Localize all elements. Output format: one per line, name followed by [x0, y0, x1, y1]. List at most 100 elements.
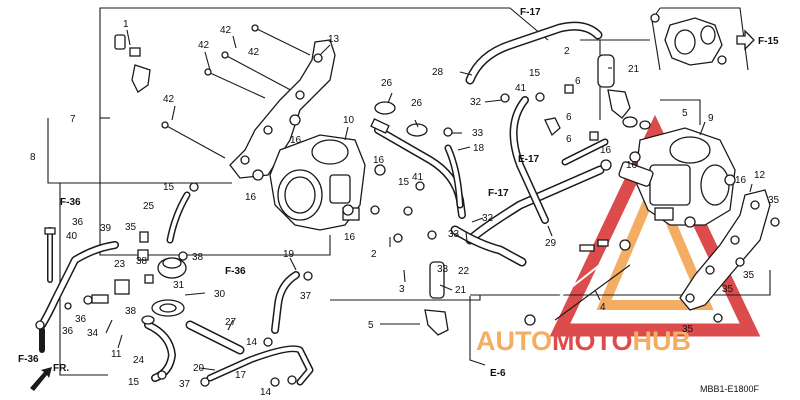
part-label-35: 35: [743, 270, 755, 281]
part-label-20: 20: [193, 363, 205, 374]
part-label-36: 36: [72, 217, 84, 228]
part-label-15: 15: [128, 377, 140, 388]
part-label-9: 9: [708, 113, 714, 124]
ref-label-f36-mid: F-36: [225, 266, 246, 277]
frame-lines: [47, 7, 771, 376]
part-label-33: 33: [472, 128, 484, 139]
part-label-15: 15: [398, 177, 410, 188]
part-label-36: 36: [62, 326, 74, 337]
part-label-24: 24: [133, 355, 145, 366]
svg-text:AUTOMOTOHUB: AUTOMOTOHUB: [476, 326, 691, 356]
ref-label-f17-mid: F-17: [488, 188, 509, 199]
part-label-6: 6: [575, 76, 581, 87]
part-label-28: 28: [432, 67, 444, 78]
part-label-19: 19: [283, 249, 295, 260]
part-label-31: 31: [173, 280, 185, 291]
part-label-16: 16: [600, 145, 612, 156]
part-label-23: 23: [114, 259, 126, 270]
part-label-16: 16: [373, 155, 385, 166]
part-label-35: 35: [125, 222, 137, 233]
part-label-42: 42: [220, 25, 232, 36]
ref-label-e17: E-17: [518, 154, 540, 165]
part-label-41: 41: [515, 83, 527, 94]
part-label-27: 27: [225, 317, 237, 328]
leader-lines: [105, 29, 753, 371]
part-label-16: 16: [245, 192, 257, 203]
part-label-35: 35: [682, 324, 694, 335]
watermark-word-auto: AUTO: [476, 326, 552, 356]
part-label-2: 2: [371, 249, 377, 260]
part-label-33: 33: [437, 264, 449, 275]
connecting-pipes: [370, 54, 654, 299]
part-label-26: 26: [411, 98, 423, 109]
part-label-37: 37: [179, 379, 191, 390]
part-label-35: 35: [768, 195, 780, 206]
part-label-3: 3: [399, 284, 405, 295]
part-label-4: 4: [600, 302, 606, 313]
part-label-33: 33: [448, 229, 460, 240]
part-label-16: 16: [626, 160, 638, 171]
ref-label-f36-bottom: F-36: [18, 354, 39, 365]
part-label-6: 6: [566, 112, 572, 123]
watermark-word-hub: HUB: [633, 326, 692, 356]
part-label-29: 29: [545, 238, 557, 249]
part-label-16: 16: [344, 232, 356, 243]
reference-labels: F-17 F-15 E-17 F-17 F-36 F-36 F-36 E-6 F…: [18, 7, 779, 379]
part-label-5: 5: [368, 320, 374, 331]
long-bolts: [161, 24, 311, 159]
part-label-42: 42: [248, 47, 260, 58]
part-label-13: 13: [328, 34, 340, 45]
part-label-25: 25: [143, 201, 155, 212]
part-label-26: 26: [381, 78, 393, 89]
part-label-38: 38: [192, 252, 204, 263]
part-label-5: 5: [682, 108, 688, 119]
part-label-21: 21: [455, 285, 467, 296]
part-label-14: 14: [260, 387, 272, 398]
part-label-11: 11: [111, 349, 122, 360]
watermark-word-moto: MOTO: [552, 326, 633, 356]
part-label-7: 7: [70, 114, 76, 125]
ref-label-f36-left: F-36: [60, 197, 81, 208]
fr-label: FR.: [53, 363, 69, 374]
part-label-14: 14: [246, 337, 258, 348]
inset-carburetor: [664, 17, 723, 66]
part-label-39: 39: [100, 223, 112, 234]
part-label-17: 17: [235, 370, 247, 381]
part-label-42: 42: [198, 40, 210, 51]
part-label-2: 2: [564, 46, 570, 57]
gaskets: [374, 101, 651, 137]
right-carburetor-bracket: [679, 189, 771, 311]
accelerator-pump: [141, 257, 187, 325]
part-label-41: 41: [412, 172, 424, 183]
part-label-22: 22: [458, 266, 470, 277]
part-label-18: 18: [473, 143, 485, 154]
part-label-36: 36: [75, 314, 87, 325]
part-label-35: 35: [722, 284, 734, 295]
part-label-8: 8: [30, 152, 36, 163]
diagram-code: MBB1-E1800F: [700, 384, 760, 394]
front-carburetor: [269, 134, 366, 231]
part-label-10: 10: [343, 115, 355, 126]
part-label-32: 32: [470, 97, 482, 108]
part-label-38: 38: [136, 256, 148, 267]
fr-arrow-icon: [30, 367, 52, 391]
part-label-30: 30: [214, 289, 226, 300]
part-label-40: 40: [66, 231, 78, 242]
part-label-6: 6: [566, 134, 572, 145]
left-carburetor-bracket: [229, 39, 336, 179]
part-label-42: 42: [163, 94, 175, 105]
part-label-15: 15: [163, 182, 175, 193]
elbow-fittings: [424, 89, 631, 336]
ref-label-f15: F-15: [758, 36, 779, 47]
throttle-linkage: [524, 239, 631, 326]
part-label-21: 21: [628, 64, 640, 75]
part-labels: 1 2 2 3 4 5 5 6 6 6 7 8 9 10 11 12 13 14…: [30, 19, 780, 398]
ref-label-e6: E-6: [490, 368, 506, 379]
part-label-16: 16: [735, 175, 747, 186]
ref-label-f17-top: F-17: [520, 7, 541, 18]
arrow-right-icon: [736, 29, 755, 51]
part-label-32: 32: [482, 213, 494, 224]
part-label-38: 38: [125, 306, 137, 317]
part-label-37: 37: [300, 291, 312, 302]
